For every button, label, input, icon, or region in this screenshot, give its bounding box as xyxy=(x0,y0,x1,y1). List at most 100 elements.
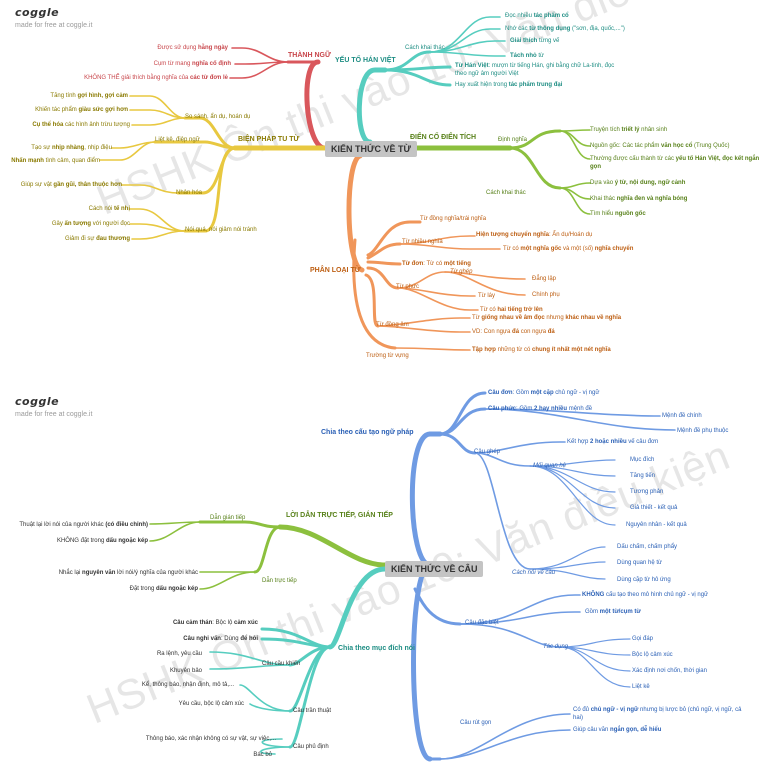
leaf: Nhắc lại nguyên văn lời nói/ý nghĩa của … xyxy=(58,570,198,576)
node-cau-khien[interactable]: Câu cầu khiến xyxy=(262,661,301,667)
node-cam-than[interactable]: Câu cảm thán: Bộc lộ cảm xúc xyxy=(172,620,258,626)
coggle-logo: coggle xyxy=(15,6,60,19)
branch-phan-loai[interactable]: PHÂN LOẠI TỪ xyxy=(310,267,361,274)
center-node-2[interactable]: KIẾN THỨC VỀ CÂU xyxy=(385,561,484,577)
leaf: Liệt kê xyxy=(632,684,650,690)
leaf: Tạo sự nhịp nhàng, nhịp điệu xyxy=(31,145,112,151)
leaf: Mục đích xyxy=(630,457,655,463)
node-cau-phuc[interactable]: Câu phức: Gồm 2 hay nhiều mệnh đề xyxy=(488,406,593,412)
leaf: Dựa vào ý từ, nội dung, ngữ cảnh xyxy=(590,180,686,186)
node-gian-tiep[interactable]: Dẫn gián tiếp xyxy=(210,515,246,521)
node-truong[interactable]: Trường từ vựng xyxy=(366,353,409,359)
leaf: Đọc nhiều tác phẩm cổ xyxy=(505,13,569,19)
leaf: Tách nhỏ từ xyxy=(510,53,545,59)
leaf: Cách nói tế nhị xyxy=(88,206,130,212)
leaf: Khuyên bảo xyxy=(169,668,202,674)
leaf: Cụ thể hóa các hình ảnh trừu tượng xyxy=(32,122,130,128)
leaf: Nguyên nhân - kết quả xyxy=(626,522,687,528)
leaf: Thường được cấu thành từ các yếu tố Hán … xyxy=(590,156,760,170)
leaf: Tương phản xyxy=(630,489,664,495)
branch-han-viet[interactable]: YẾU TỐ HÁN VIỆT xyxy=(335,57,396,64)
node-tu-phuc[interactable]: Từ phức xyxy=(396,284,420,290)
leaf: KHÔNG THỂ giải thích bằng nghĩa của các … xyxy=(84,75,228,81)
node-tu-ghep[interactable]: Từ ghép xyxy=(450,269,473,275)
leaf: Gọi đáp xyxy=(632,636,654,642)
branch-dien-co[interactable]: ĐIỂN CỐ ĐIỂN TÍCH xyxy=(410,134,477,141)
leaf: Tăng tính gợi hình, gợi cảm xyxy=(50,93,128,99)
branch-loi-dan[interactable]: LỜI DẪN TRỰC TIẾP, GIÁN TIẾP xyxy=(286,512,393,519)
node-dong-am[interactable]: Từ đồng âm xyxy=(376,322,409,328)
node-liet-ke[interactable]: Liệt kê, điệp ngữ xyxy=(155,137,200,143)
leaf: Hay xuất hiện trong tác phẩm trung đại xyxy=(455,82,563,88)
center-node[interactable]: KIẾN THỨC VỀ TỪ xyxy=(325,141,417,157)
branch-cau-tao[interactable]: Chia theo cấu tạo ngữ pháp xyxy=(321,429,414,436)
leaf: Gây ấn tượng với người đọc xyxy=(51,221,130,227)
node-cau-ghep[interactable]: Câu ghép xyxy=(474,449,501,455)
node-moi-quan-he[interactable]: Mối quan hệ xyxy=(533,463,567,469)
leaf: Nguồn gốc: Các tác phẩm văn học cổ (Trun… xyxy=(590,143,730,149)
leaf: Dùng cặp từ hô ứng xyxy=(617,577,671,583)
node-phu-dinh[interactable]: Câu phủ định xyxy=(293,744,329,750)
leaf: Từ có hai tiếng trở lên xyxy=(480,307,543,313)
leaf: Tìm hiểu nguồn gốc xyxy=(590,211,646,217)
node-tu-lay[interactable]: Từ láy xyxy=(478,293,496,299)
leaf: KHÔNG cấu tạo theo mô hình chủ ngữ - vị … xyxy=(582,592,709,598)
node-rut-gon[interactable]: Câu rút gọn xyxy=(460,720,492,726)
coggle-tagline: made for free at coggle.it xyxy=(15,22,93,29)
node-tu-don[interactable]: Từ đơn: Từ có một tiếng xyxy=(402,261,471,267)
coggle-logo-2: coggle xyxy=(15,395,60,408)
leaf: Khiến tác phẩm giàu sức gợi hơn xyxy=(35,107,128,113)
node-truc-tiep[interactable]: Dẫn trực tiếp xyxy=(262,578,297,584)
coggle-tagline-2: made for free at coggle.it xyxy=(15,411,93,418)
leaf: Gồm một từ/cụm từ xyxy=(585,609,641,615)
mindmap-branches xyxy=(99,16,591,351)
node-tran-thuat[interactable]: Câu trần thuật xyxy=(293,708,332,714)
leaf: Yêu cầu, bộc lộ cảm xúc xyxy=(178,701,244,707)
node-nhan-hoa[interactable]: Nhân hóa xyxy=(176,190,203,196)
leaf: Có đủ chủ ngữ - vị ngữ nhưng bị lược bỏ … xyxy=(573,707,742,721)
leaf: Đẳng lập xyxy=(532,276,557,282)
branch-thanh-ngu[interactable]: THÀNH NGỮ xyxy=(288,52,331,59)
node-dinh-nghia[interactable]: Định nghĩa xyxy=(498,137,528,143)
leaf: KHÔNG đặt trong dấu ngoặc kép xyxy=(56,538,148,544)
leaf: Kể, thông báo, nhận định, mô tả,... xyxy=(141,682,234,688)
leaf: Bộc lộ cảm xúc xyxy=(632,652,673,658)
leaf: Giảm đi sự đau thương xyxy=(65,236,130,242)
leaf: Bác bỏ xyxy=(253,752,272,758)
branch-muc-dich[interactable]: Chia theo mục đích nói xyxy=(338,645,416,652)
node-cau-don[interactable]: Câu đơn: Gồm một cặp chủ ngữ - vị ngữ xyxy=(488,390,600,396)
node-so-sanh[interactable]: So sánh, ẩn dụ, hoán dụ xyxy=(185,114,251,120)
leaf: Kết hợp 2 hoặc nhiều vế câu đơn xyxy=(567,439,659,445)
leaf: Giả thiết - kết quả xyxy=(630,505,678,511)
node-khai-thac-dc[interactable]: Cách khai thác xyxy=(486,190,526,196)
leaf: Giúp câu văn ngắn gọn, dễ hiểu xyxy=(573,727,662,733)
leaf: Thuật lại lời nói của người khác (có điề… xyxy=(19,522,148,528)
leaf: Xác định nơi chốn, thời gian xyxy=(632,668,707,674)
leaf: Nhấn mạnh tình cảm, quan điểm xyxy=(11,158,100,164)
node-nhieu-nghia[interactable]: Từ nhiều nghĩa xyxy=(402,239,443,245)
leaf: Từ Hán Việt: mượn từ tiếng Hán, ghi bằng… xyxy=(455,63,615,77)
node-cach-noi[interactable]: Cách nối vế câu xyxy=(512,570,556,576)
leaf: Dùng quan hệ từ xyxy=(617,560,663,566)
node-khai-thac[interactable]: Cách khai thác xyxy=(405,45,445,51)
leaf: Từ giống nhau về âm đọc nhưng khác nhau … xyxy=(472,315,622,321)
node-dong-nghia[interactable]: Từ đồng nghĩa/trái nghĩa xyxy=(420,216,487,222)
mindmap-sentences: coggle made for free at coggle.it HSHK Ô… xyxy=(0,389,768,777)
leaf: Tăng tiến xyxy=(630,473,656,479)
leaf: Giúp sự vật gần gũi, thân thuộc hơn xyxy=(20,182,122,188)
node-noi-qua[interactable]: Nói quá, nói giảm nói tránh xyxy=(185,227,257,233)
leaf: Truyện tích triết lý nhân sinh xyxy=(590,127,668,133)
leaf: VD: Con ngựa đá con ngựa đá xyxy=(472,329,555,335)
node-dac-biet[interactable]: Câu đặc biệt xyxy=(465,620,499,626)
branch-bien-phap[interactable]: BIỆN PHÁP TU TỪ xyxy=(238,136,300,143)
leaf: Chính phụ xyxy=(532,292,560,298)
node-nghi-van[interactable]: Câu nghi vấn: Dùng để hỏi xyxy=(183,636,258,642)
leaf: Giải thích từng vế xyxy=(510,38,560,44)
node-tac-dung[interactable]: Tác dụng xyxy=(543,644,569,650)
leaf: Đặt trong dấu ngoặc kép xyxy=(129,586,198,592)
mindmap-words: coggle made for free at coggle.it HSHK Ô… xyxy=(0,0,768,388)
leaf: Từ có một nghĩa gốc và một (số) nghĩa ch… xyxy=(503,246,634,252)
leaf: Được sử dụng hằng ngày xyxy=(157,45,228,51)
leaf: Mệnh đề phụ thuộc xyxy=(677,428,729,434)
leaf: Tập hợp những từ có chung ít nhất một né… xyxy=(472,347,611,353)
